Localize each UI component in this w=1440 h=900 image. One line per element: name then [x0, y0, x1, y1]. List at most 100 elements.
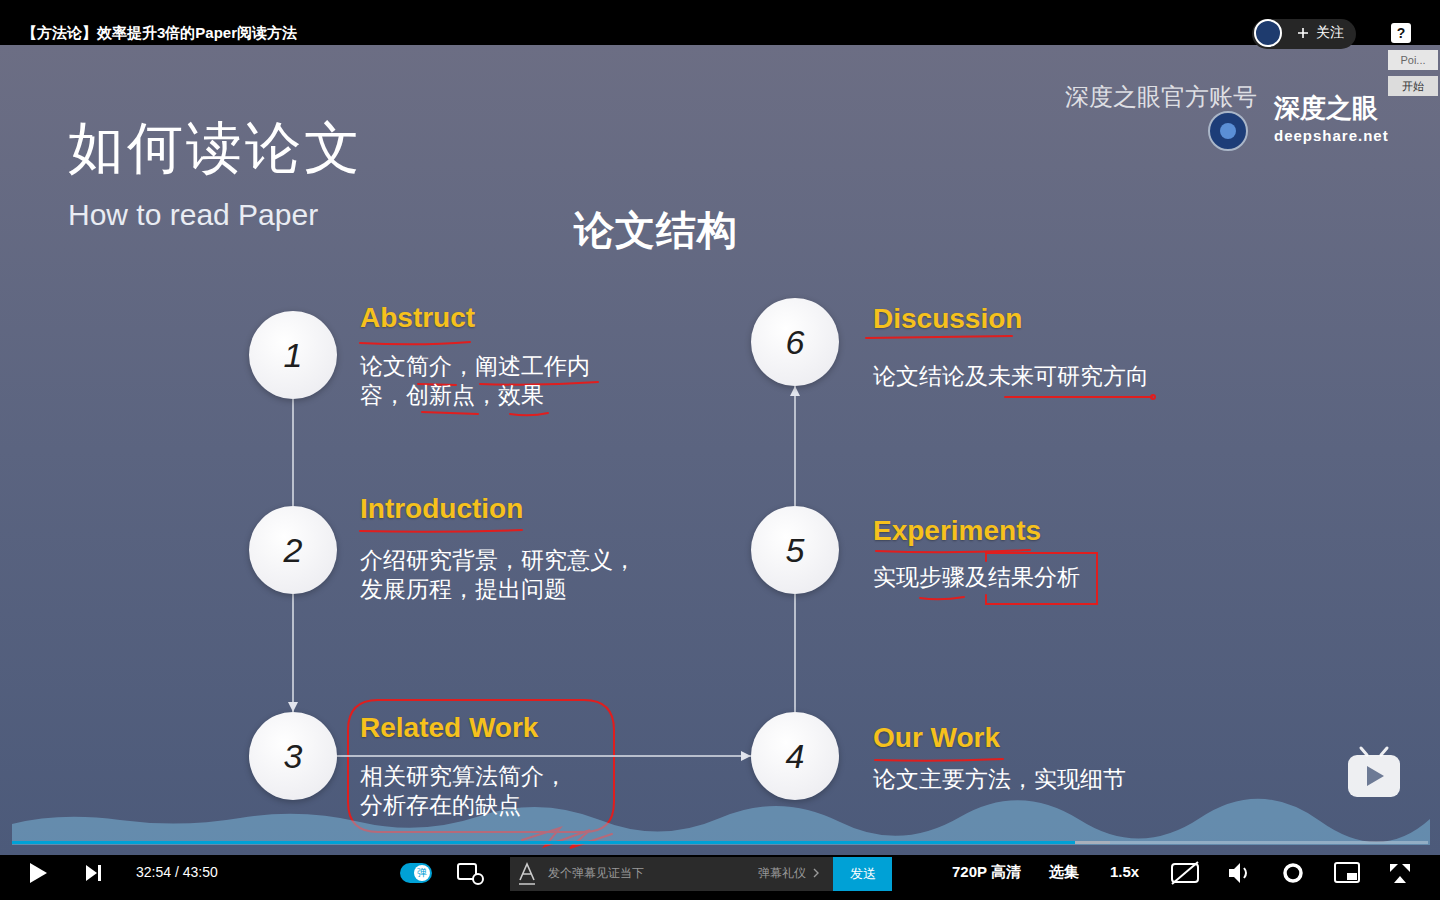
red-underline	[876, 550, 1030, 552]
connector-line	[292, 399, 294, 506]
toggle-text: 弹	[414, 865, 430, 881]
episodes-button: 选集	[1049, 863, 1079, 881]
pip-inner	[1347, 873, 1357, 880]
top-bar	[0, 0, 1440, 45]
send-text: 发送	[833, 857, 892, 891]
step-number: 3	[249, 712, 337, 800]
toggle-knob	[414, 865, 430, 881]
step-heading: Introduction	[360, 493, 523, 525]
connector-line	[292, 594, 294, 712]
slide-subheading: How to read Paper	[68, 197, 318, 233]
volume-icon	[1229, 863, 1240, 883]
step-body: 介绍研究背景，研究意义， 发展历程，提出问题	[360, 546, 642, 604]
time-display: 32:54 / 43:50	[136, 864, 218, 881]
red-underline	[510, 413, 548, 415]
step-number: 5	[751, 506, 839, 594]
danmaku-wave	[12, 799, 1430, 845]
danmaku-settings-gear	[473, 874, 483, 884]
fullscreen-icon	[1390, 864, 1410, 883]
pip-icon	[1335, 863, 1359, 882]
step-body: 论文简介，阐述工作内 容，创新点，效果	[360, 352, 596, 410]
step-circle: 4Our Work论文主要方法，实现细节	[751, 712, 839, 800]
step-body: 论文主要方法，实现细节	[873, 765, 1126, 794]
step-heading: Related Work	[360, 712, 538, 744]
follow-text: 关注	[1316, 24, 1344, 41]
popup-box	[1388, 50, 1438, 70]
avatar	[1255, 20, 1281, 46]
step-number: 2	[249, 506, 337, 594]
step-number: 4	[751, 712, 839, 800]
connector-line	[337, 755, 751, 757]
step-body: 实现步骤及结果分析	[873, 563, 1080, 592]
etiquette-link: 弹幕礼仪	[758, 866, 806, 880]
logo-url: deepshare.net	[1274, 127, 1389, 145]
connector-line	[794, 386, 796, 506]
input-placeholder: 发个弹幕见证当下	[548, 866, 644, 880]
chevron	[814, 869, 818, 877]
logo-eye	[1220, 123, 1236, 139]
flow-connector	[795, 594, 796, 712]
settings-icon	[1285, 865, 1301, 881]
step-heading: Abstruct	[360, 302, 475, 334]
logo-name: 深度之眼	[1274, 93, 1378, 124]
red-underline	[360, 342, 470, 344]
follow-pill	[1252, 19, 1356, 49]
next-icon-bar	[98, 865, 101, 881]
danmaku-toggle	[400, 863, 432, 883]
red-dot	[1151, 395, 1155, 399]
play-icon	[30, 863, 47, 883]
step-circle: 3Related Work相关研究算法简介， 分析存在的缺点	[249, 712, 337, 800]
flow-connector	[293, 399, 294, 506]
next-icon	[86, 865, 97, 881]
step-body: 论文结论及未来可研究方向	[873, 362, 1149, 391]
control-bar	[0, 855, 1440, 900]
volume-wave	[1244, 868, 1246, 878]
flow-connector	[288, 594, 298, 712]
title-rule	[70, 240, 440, 242]
red-underline	[866, 336, 1012, 338]
tv-icon	[1348, 755, 1400, 797]
step-number: 6	[751, 298, 839, 386]
watermark: 深度之眼官方账号	[1065, 83, 1257, 112]
flow-connector	[337, 751, 751, 761]
popup-text: 开始	[1388, 76, 1438, 96]
plus-icon	[1298, 28, 1308, 38]
arrow-head	[288, 702, 298, 712]
red-underline	[920, 597, 964, 599]
progress-buffer	[1075, 841, 1110, 844]
subtitle-off-slash	[1172, 862, 1198, 884]
flow-connector	[790, 386, 800, 506]
help-icon: ?	[1391, 23, 1411, 43]
step-circle: 6Discussion论文结论及未来可研究方向	[751, 298, 839, 386]
connector-line	[794, 594, 796, 712]
arrow-head	[741, 751, 751, 761]
logo-mark	[1209, 112, 1247, 150]
hand-annotations	[348, 336, 1155, 848]
step-heading: Experiments	[873, 515, 1041, 547]
step-heading: Discussion	[873, 303, 1022, 335]
quality-button: 720P 高清	[952, 863, 1021, 881]
step-circle: 1Abstruct论文简介，阐述工作内 容，创新点，效果	[249, 311, 337, 399]
red-underline	[875, 759, 1003, 761]
slide-heading: 如何读论文	[68, 114, 363, 181]
tv-play	[1367, 766, 1384, 786]
arrow-head	[790, 386, 800, 396]
step-circle: 2Introduction介绍研究背景，研究意义， 发展历程，提出问题	[249, 506, 337, 594]
step-circle: 5Experiments实现步骤及结果分析	[751, 506, 839, 594]
send-button	[833, 857, 892, 891]
red-underline	[422, 412, 478, 414]
video-title: 【方法论】效率提升3倍的Paper阅读方法	[22, 24, 297, 42]
tv-antenna	[1361, 748, 1387, 755]
diagram-title: 论文结构	[456, 206, 856, 254]
speed-button: 1.5x	[1110, 863, 1139, 881]
danmaku-input	[510, 857, 833, 891]
font-icon	[519, 864, 535, 884]
progress-played	[12, 841, 1075, 844]
red-underline	[360, 530, 522, 532]
popup-text: Poi...	[1388, 50, 1438, 70]
progress-rest	[1110, 841, 1428, 844]
slide-ground	[0, 45, 1440, 855]
step-heading: Our Work	[873, 722, 1000, 754]
step-body: 相关研究算法简介， 分析存在的缺点	[360, 762, 573, 820]
